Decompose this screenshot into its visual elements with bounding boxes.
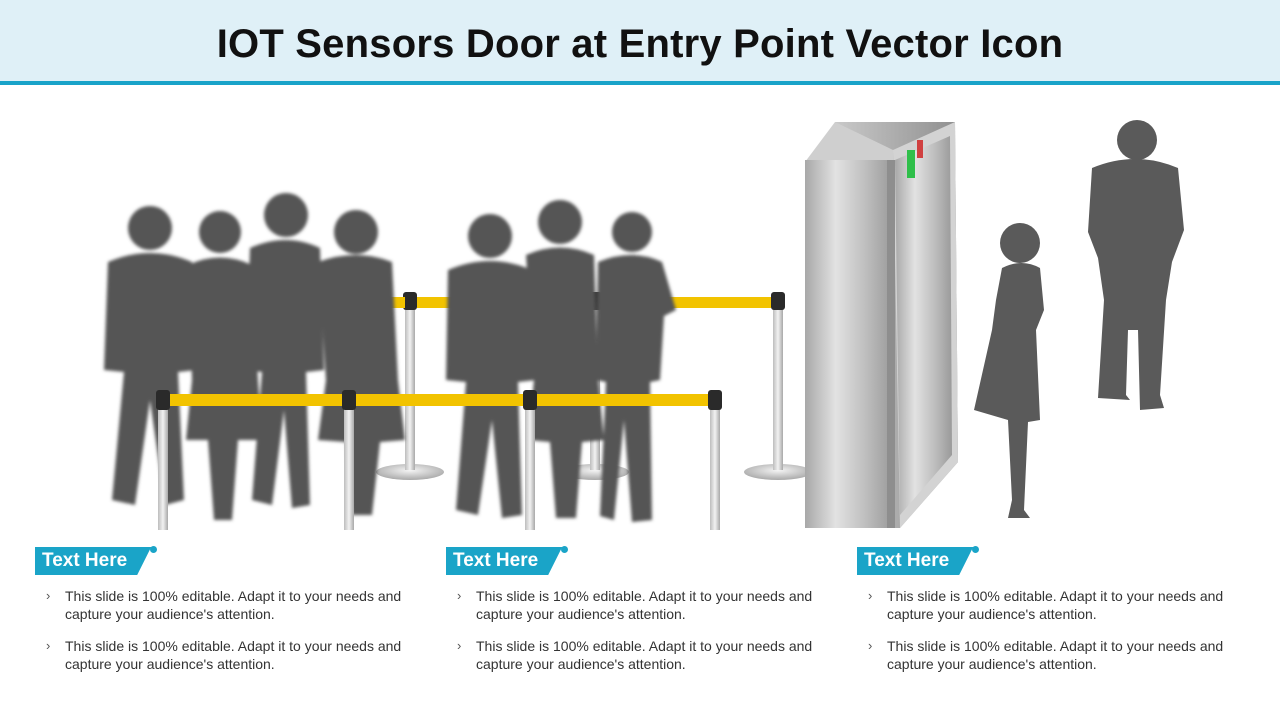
tag-dot-icon [972, 546, 980, 553]
passed-silhouettes [974, 120, 1184, 518]
sensor-green-light [907, 150, 915, 178]
text-column-2: Text Here ›This slide is 100% editable. … [446, 546, 816, 687]
queue-silhouettes [104, 193, 676, 522]
chevron-right-icon: › [46, 638, 51, 653]
bullet-list: ›This slide is 100% editable. Adapt it t… [446, 587, 816, 673]
text-column-3: Text Here ›This slide is 100% editable. … [857, 546, 1227, 687]
chevron-right-icon: › [457, 588, 462, 603]
list-item: ›This slide is 100% editable. Adapt it t… [868, 588, 1224, 622]
bullet-list: ›This slide is 100% editable. Adapt it t… [35, 587, 405, 673]
column-heading-tag: Text Here [446, 546, 569, 575]
column-heading: Text Here [446, 547, 562, 575]
tag-dot-icon [561, 546, 569, 553]
front-stanchions [156, 390, 722, 530]
iot-sensor-gate [805, 122, 958, 528]
page-title: IOT Sensors Door at Entry Point Vector I… [216, 22, 1064, 66]
list-item: ›This slide is 100% editable. Adapt it t… [46, 588, 402, 622]
list-item: ›This slide is 100% editable. Adapt it t… [457, 638, 813, 672]
column-heading: Text Here [857, 547, 973, 575]
list-item: ›This slide is 100% editable. Adapt it t… [868, 638, 1224, 672]
entry-point-illustration [104, 120, 1184, 530]
column-heading-tag: Text Here [35, 546, 158, 575]
list-item: ›This slide is 100% editable. Adapt it t… [46, 638, 402, 672]
tag-dot-icon [150, 546, 158, 553]
chevron-right-icon: › [457, 638, 462, 653]
bullet-list: ›This slide is 100% editable. Adapt it t… [857, 587, 1227, 673]
chevron-right-icon: › [46, 588, 51, 603]
column-heading: Text Here [35, 547, 151, 575]
title-bar: IOT Sensors Door at Entry Point Vector I… [0, 0, 1280, 85]
list-item: ›This slide is 100% editable. Adapt it t… [457, 588, 813, 622]
sensor-red-light [917, 140, 923, 158]
column-heading-tag: Text Here [857, 546, 980, 575]
chevron-right-icon: › [868, 588, 873, 603]
chevron-right-icon: › [868, 638, 873, 653]
text-column-1: Text Here ›This slide is 100% editable. … [35, 546, 405, 687]
